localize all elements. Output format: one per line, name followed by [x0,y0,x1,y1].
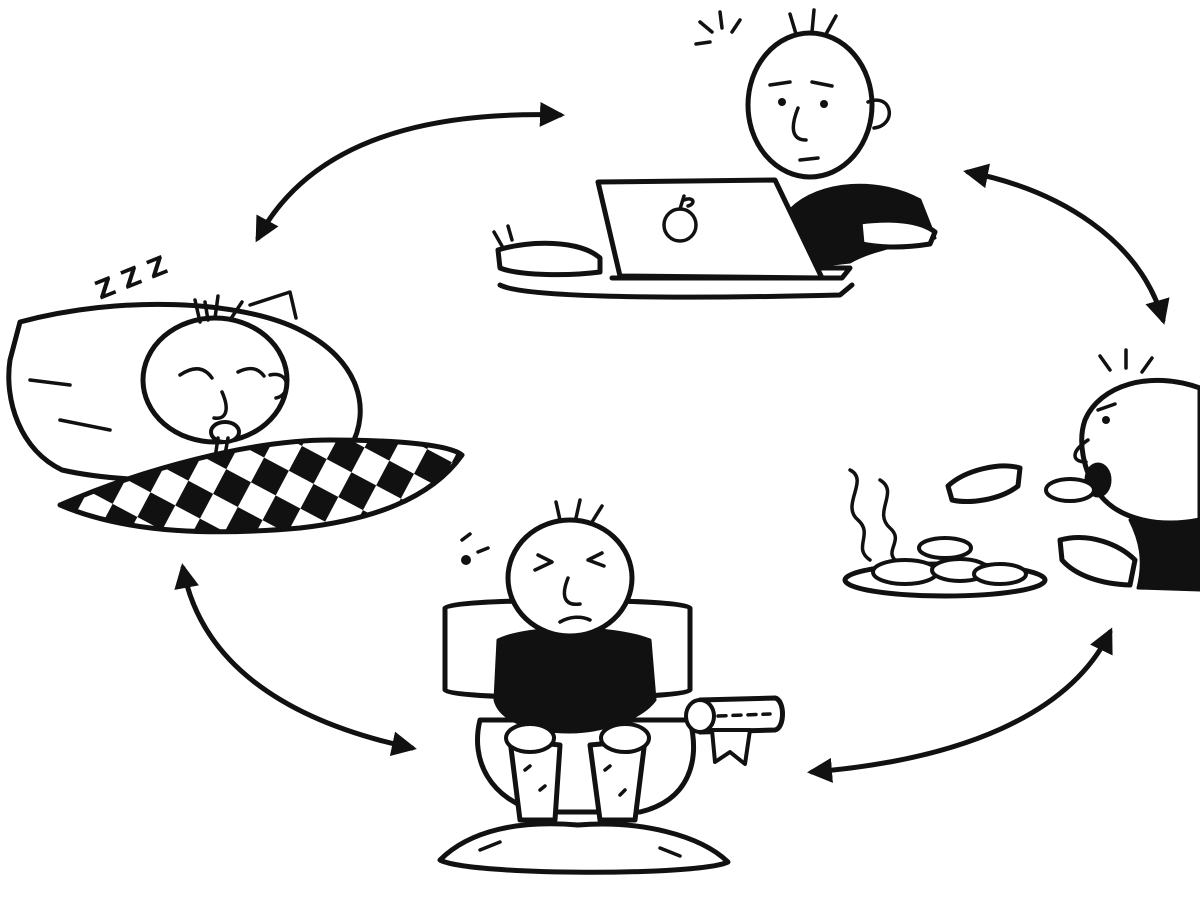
arrow-toilet-sleep [174,563,417,757]
arrow-work-eat [963,163,1170,325]
sleep-sound-text: Z Z Z [91,251,171,307]
laptop-work-icon [492,8,938,300]
arrow-sleep-work [255,101,565,243]
arrow-eat-toilet [807,627,1113,783]
toilet-icon [437,498,785,875]
sleeping-icon: Z Z Z [6,251,465,535]
eating-icon [842,348,1200,599]
